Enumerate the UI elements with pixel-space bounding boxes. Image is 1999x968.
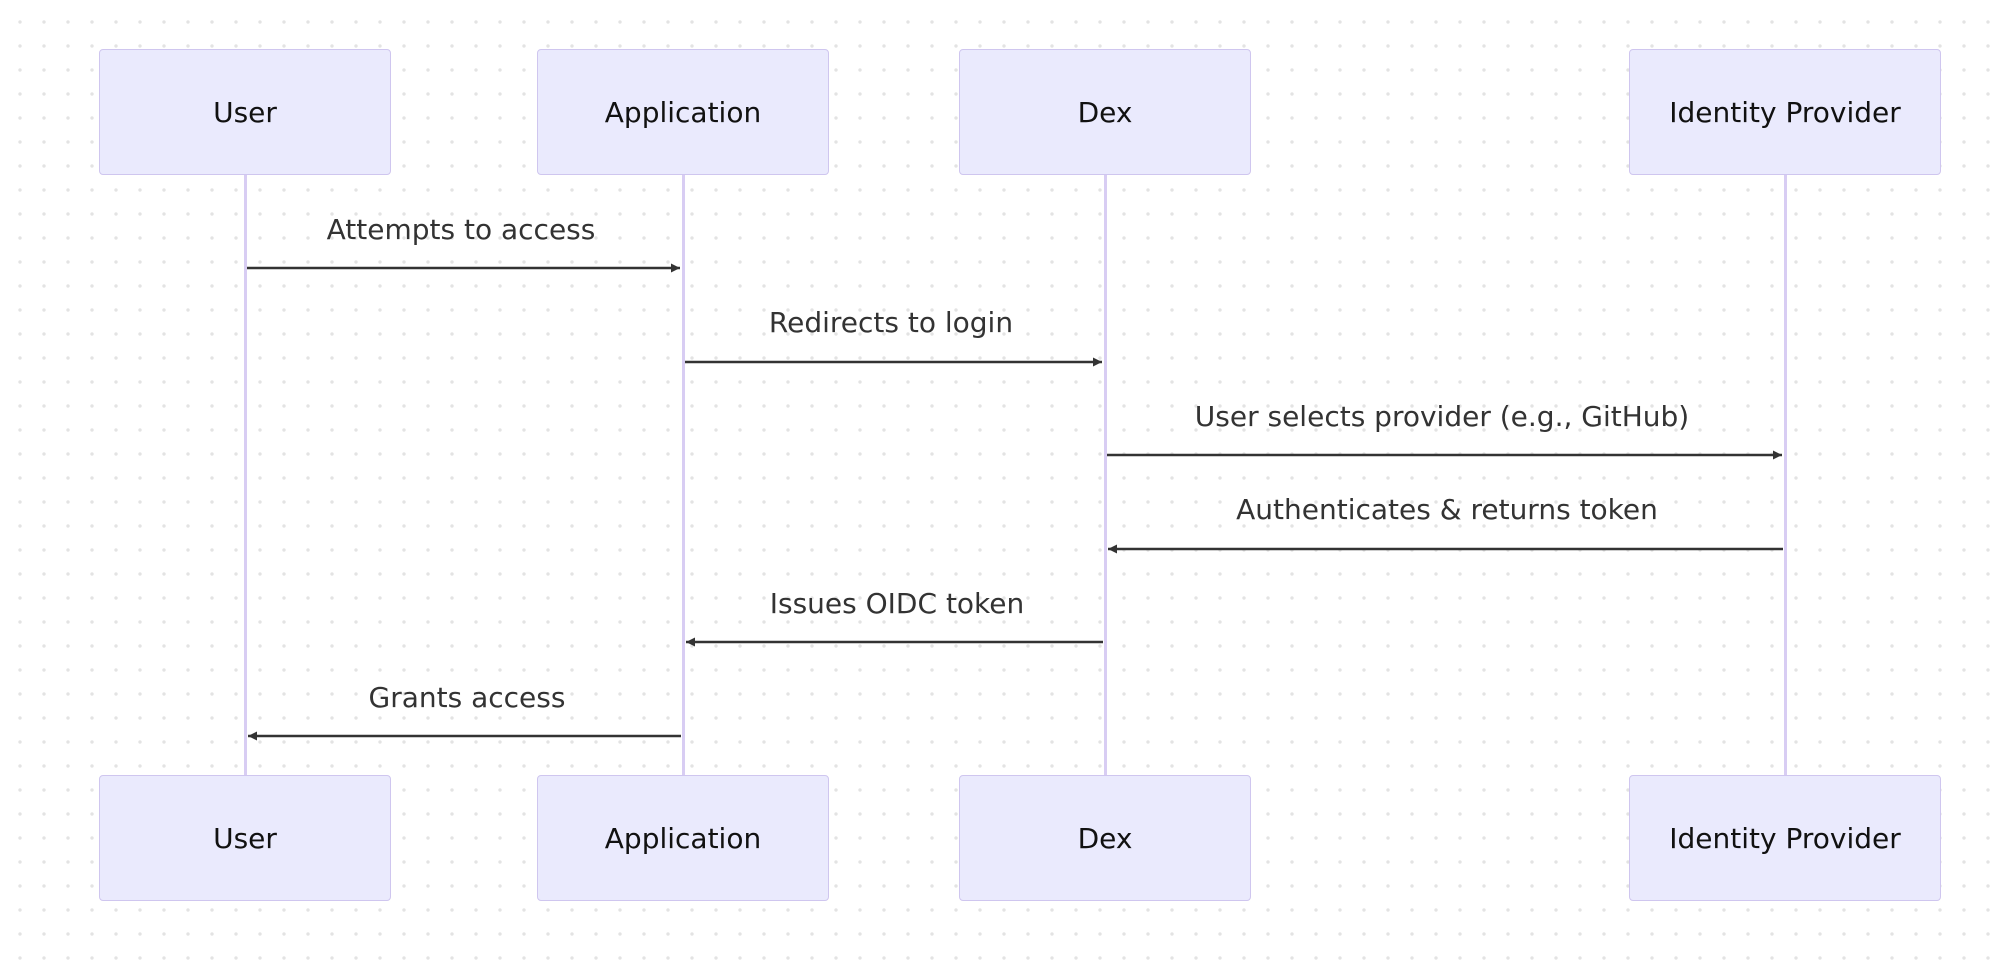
actor-top-dex: Dex [959,49,1251,175]
actor-label: Application [604,95,762,129]
message-label-user-selects-provider: User selects provider (e.g., GitHub) [1194,400,1690,433]
actor-label: Application [604,821,762,855]
actor-label: Dex [1077,821,1133,855]
actor-bottom-application: Application [537,775,829,901]
actor-top-user: User [99,49,391,175]
actor-bottom-identity-provider: Identity Provider [1629,775,1941,901]
message-label-authenticates-returns-token: Authenticates & returns token [1236,493,1658,526]
actor-label: User [213,821,277,855]
lifeline-user [244,175,247,775]
actor-bottom-user: User [99,775,391,901]
message-label-attempts-to-access: Attempts to access [326,213,596,246]
actor-label: Identity Provider [1669,95,1901,129]
lifeline-application [682,175,685,775]
actor-label: Dex [1077,95,1133,129]
message-label-grants-access: Grants access [368,681,566,714]
actor-bottom-dex: Dex [959,775,1251,901]
actor-label: User [213,95,277,129]
lifeline-identity-provider [1784,175,1787,775]
message-label-redirects-to-login: Redirects to login [768,306,1014,339]
actor-label: Identity Provider [1669,821,1901,855]
lifeline-dex [1104,175,1107,775]
message-label-issues-oidc-token: Issues OIDC token [769,587,1025,620]
actor-top-application: Application [537,49,829,175]
actor-top-identity-provider: Identity Provider [1629,49,1941,175]
